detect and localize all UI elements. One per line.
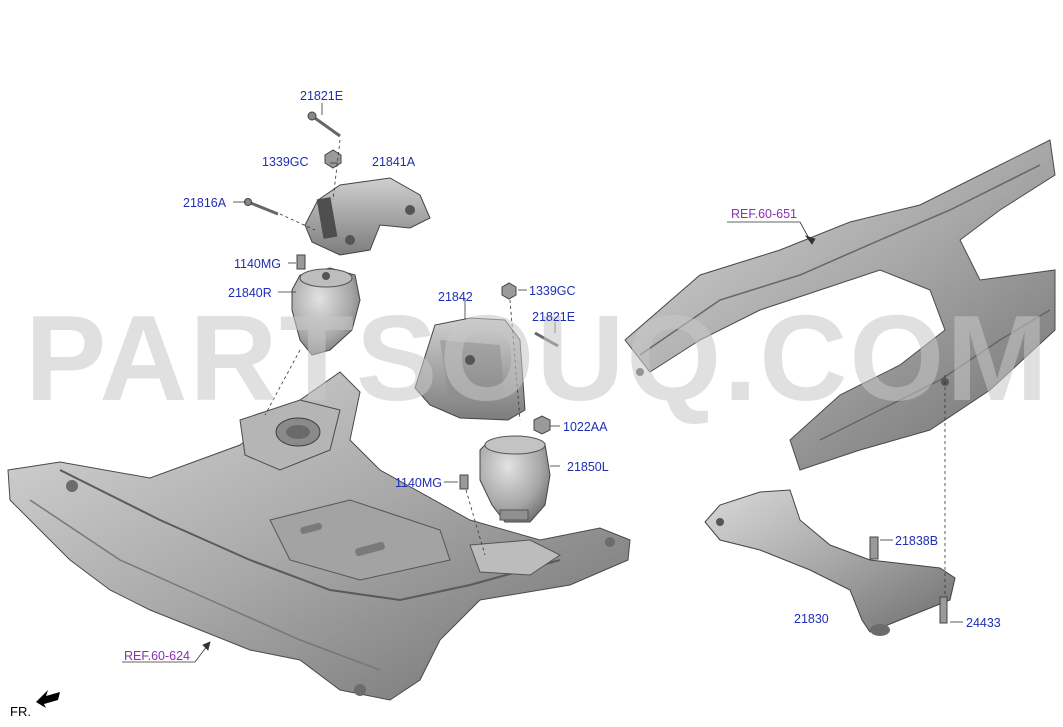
callout-1022aa[interactable]: 1022AA (563, 420, 608, 434)
callout-1140mg-bottom[interactable]: 1140MG (395, 476, 442, 490)
callout-1339gc-top[interactable]: 1339GC (262, 155, 309, 169)
callout-21842[interactable]: 21842 (438, 290, 473, 304)
front-orientation-indicator: FR. (10, 690, 60, 719)
reference-60-624[interactable]: REF.60-624 (124, 649, 190, 663)
fasteners (244, 111, 948, 624)
callout-21821e-top[interactable]: 21821E (300, 89, 343, 103)
callout-21838b[interactable]: 21838B (895, 534, 938, 548)
rear-frame-rail[interactable] (624, 139, 1056, 471)
reference-60-651[interactable]: REF.60-651 (731, 207, 797, 221)
callout-1140mg-top[interactable]: 1140MG (234, 257, 281, 271)
front-arrow-icon (36, 690, 60, 708)
callout-21841a[interactable]: 21841A (372, 155, 416, 169)
watermark: PARTSOUQ.COM (25, 290, 1050, 426)
engine-mount-21840r[interactable] (291, 267, 361, 356)
front-subframe[interactable] (7, 371, 631, 701)
callout-24433[interactable]: 24433 (966, 616, 1001, 630)
leader-lines (122, 103, 963, 663)
reference-callouts: REF.60-651 REF.60-624 (124, 207, 797, 663)
transmission-mount-bracket-21842[interactable] (414, 317, 526, 421)
transmission-crossmember-21830[interactable] (704, 489, 956, 636)
engine-mount-21850l[interactable] (479, 435, 551, 523)
engine-mount-bracket-21841a[interactable] (304, 177, 431, 256)
callout-1339gc-mid[interactable]: 1339GC (529, 284, 576, 298)
callout-21830[interactable]: 21830 (794, 612, 829, 626)
callout-21850l[interactable]: 21850L (567, 460, 609, 474)
callout-21840r[interactable]: 21840R (228, 286, 272, 300)
orientation-label: FR. (10, 704, 31, 719)
callout-21821e-mid[interactable]: 21821E (532, 310, 575, 324)
callout-21816a[interactable]: 21816A (183, 196, 227, 210)
part-callouts: 21821E 1339GC 21841A 21816A 1140MG 21840… (183, 89, 1001, 630)
